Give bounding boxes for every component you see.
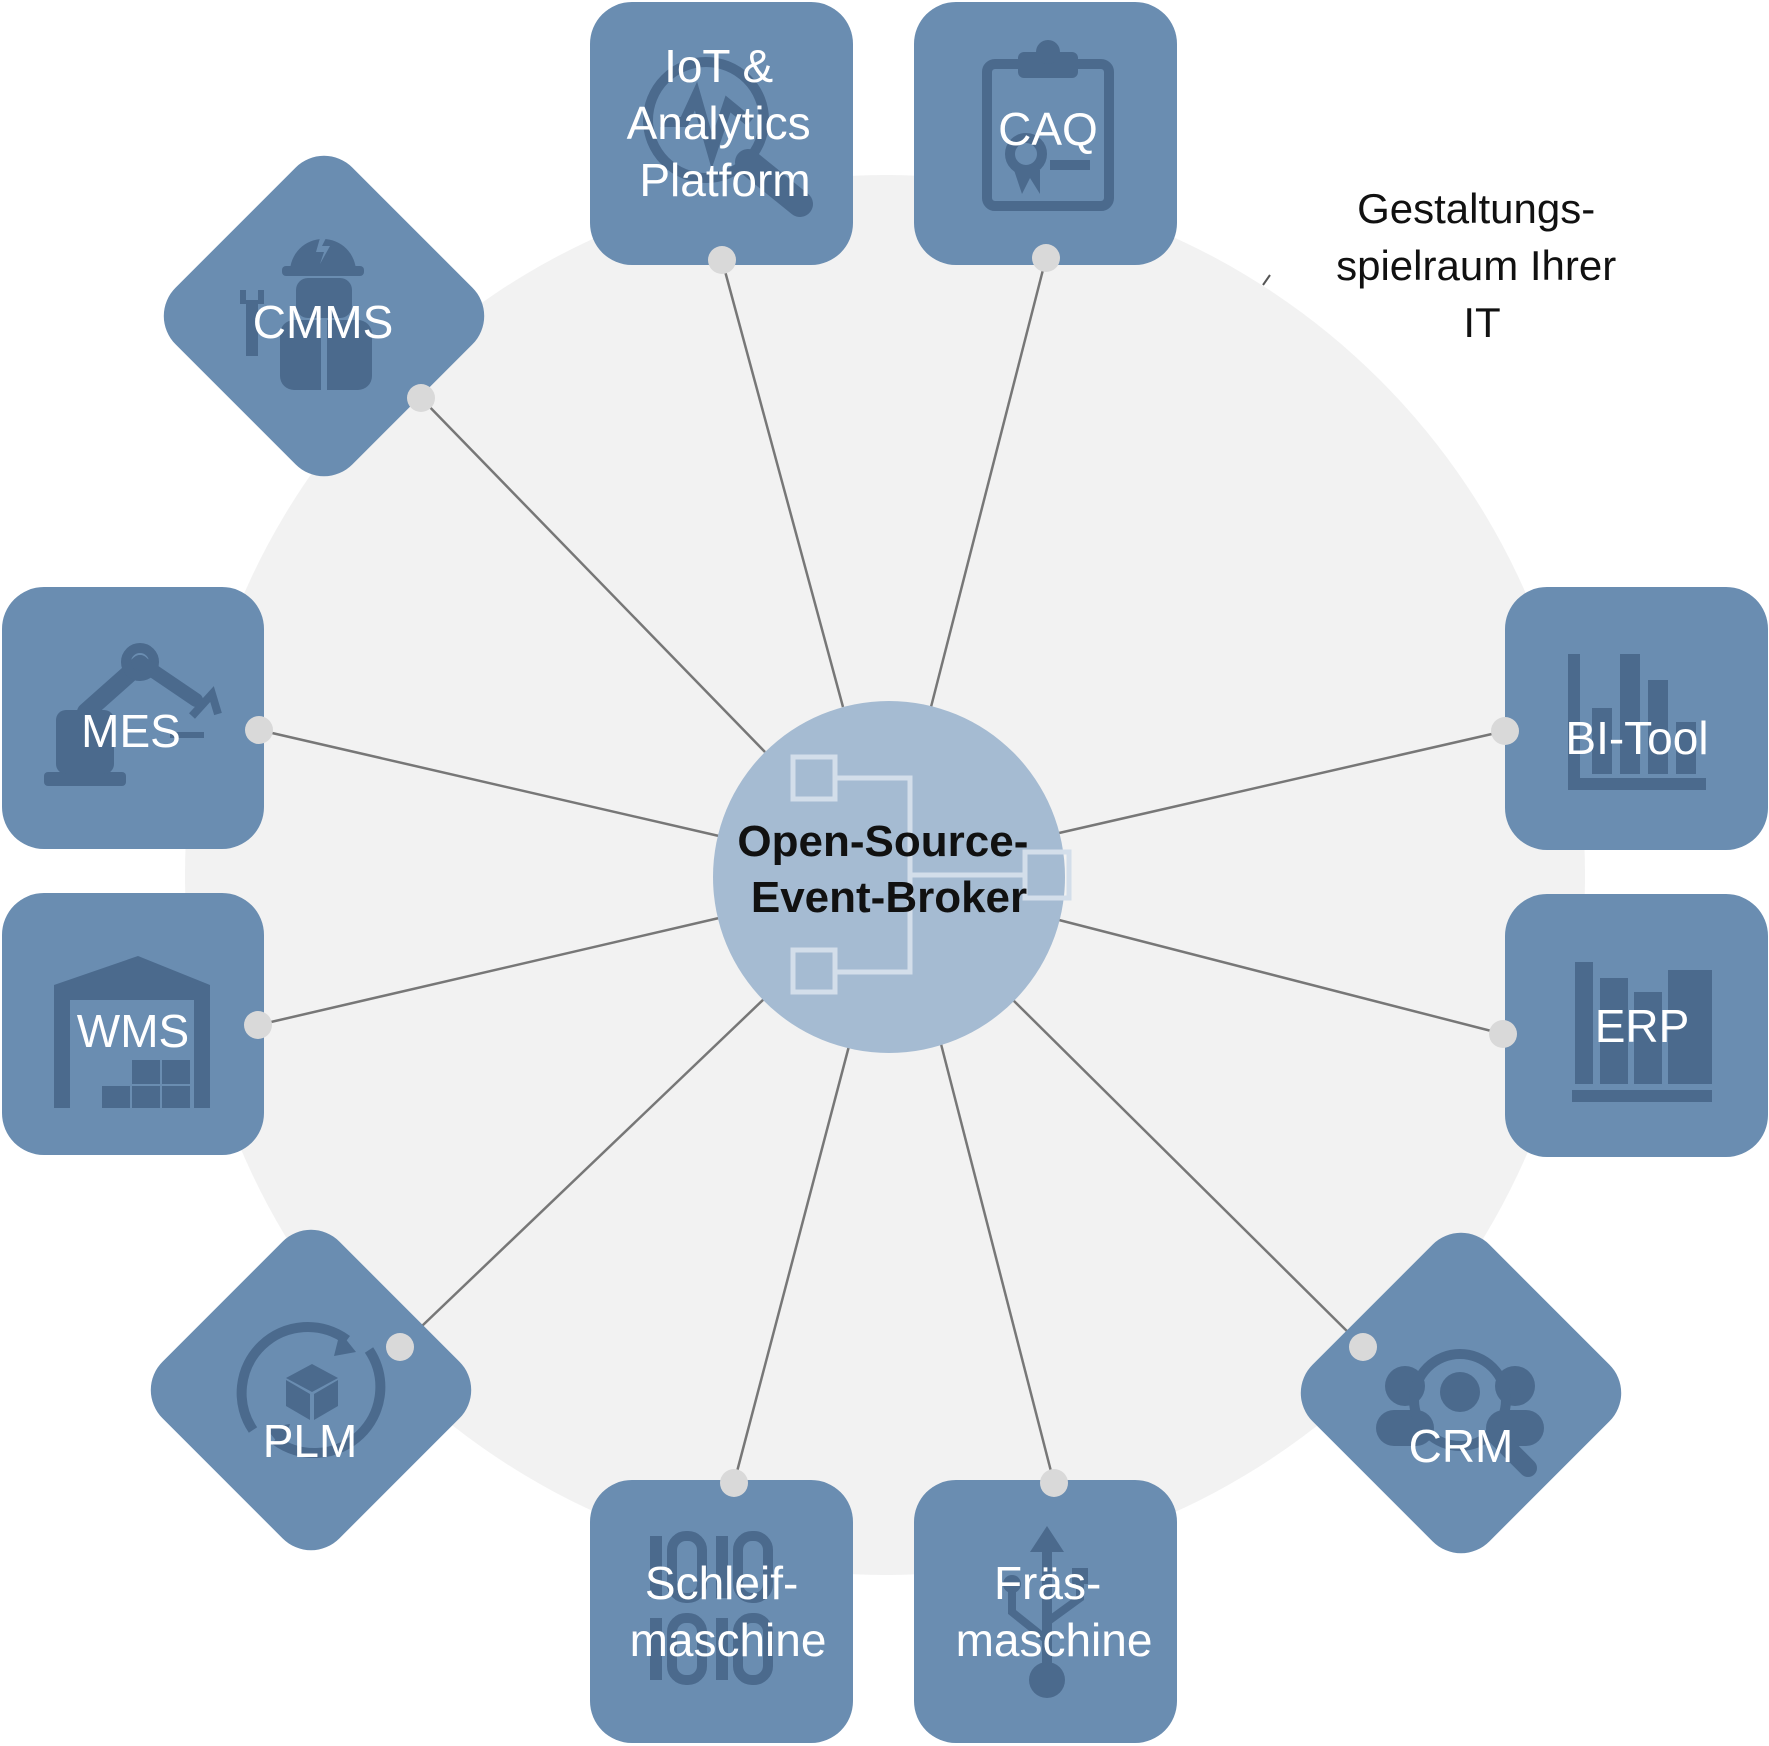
dot-cmms [407,384,435,412]
node-schleif: Schleif- maschine [590,1480,853,1743]
connection-dots [244,244,1519,1497]
node-plm: PLM [150,1229,472,1551]
scope-note-pointer [1262,274,1271,286]
analytics-search-icon [643,57,813,217]
node-cmms: CMMS [163,155,485,477]
connector-caq [929,257,1048,708]
connector-iot [720,259,845,708]
node-caq-label: CAQ [998,103,1098,155]
event-broker-hub: Open-Source- Event-Broker [713,701,1072,1053]
node-crm: CRM [1300,1232,1622,1554]
node-iot-label: IoT & Analytics Platform [627,40,824,206]
node-crm-label: CRM [1409,1420,1514,1472]
node-bi: BI-Tool [1505,587,1768,850]
node-fraes: Fräs- maschine [914,1480,1177,1743]
dot-caq [1032,244,1060,272]
node-schleif-label: Schleif- maschine [630,1557,827,1666]
node-tile [590,1480,853,1743]
connectors [257,257,1506,1484]
clipboard-certificate-icon [982,40,1114,211]
customer-search-icon [1376,1349,1544,1477]
connector-schleif [732,1045,851,1484]
usb-icon [1003,1526,1088,1698]
dot-iot [708,246,736,274]
node-caq: CAQ [914,2,1177,265]
binary-icon [650,1531,773,1685]
node-plm-label: PLM [263,1415,358,1467]
dot-schleif [720,1469,748,1497]
scope-note-line-2: spielraum Ihrer [1336,242,1616,289]
connector-cmms [420,397,766,753]
node-fraes-label: Fräs- maschine [956,1557,1153,1666]
connector-wms [257,916,720,1027]
scope-note-line-3: IT [1463,299,1500,346]
node-wms: WMS [2,893,264,1155]
connector-fraes [939,1043,1056,1484]
binders-icon [1572,962,1712,1102]
node-iot: IoT & Analytics Platform [590,2,853,265]
connector-mes [258,728,720,838]
dot-wms [244,1011,272,1039]
robot-arm-icon [44,643,222,786]
dot-fraes [1040,1469,1068,1497]
scope-note: Gestaltungs- spielraum Ihrer IT [1336,185,1628,346]
dot-crm [1349,1333,1377,1361]
node-wms-label: WMS [77,1005,189,1057]
connector-plm [399,997,766,1348]
maintenance-worker-icon [240,238,372,392]
node-bi-label: BI-Tool [1565,712,1708,764]
dot-erp [1489,1020,1517,1048]
dot-mes [245,716,273,744]
node-mes: MES [2,587,264,849]
dot-bi [1491,717,1519,745]
warehouse-icon [54,956,210,1108]
node-erp-label: ERP [1595,1000,1690,1052]
product-cycle-icon [236,1322,386,1458]
hub-label: Open-Source- Event-Broker [737,817,1040,922]
connector-bi [1058,729,1506,835]
hub-label-line-1: Open-Source- [737,817,1028,866]
dot-plm [386,1333,414,1361]
hub-label-line-2: Event-Broker [751,873,1027,922]
bar-chart-icon [1568,654,1706,790]
scope-note-line-1: Gestaltungs- [1357,185,1595,232]
connector-erp [1058,918,1504,1036]
hub-circle [713,701,1065,1053]
connector-crm [1012,999,1364,1348]
node-erp: ERP [1505,894,1768,1157]
node-cmms-label: CMMS [253,296,394,348]
hierarchy-icon [790,754,1072,995]
node-mes-label: MES [81,705,181,757]
